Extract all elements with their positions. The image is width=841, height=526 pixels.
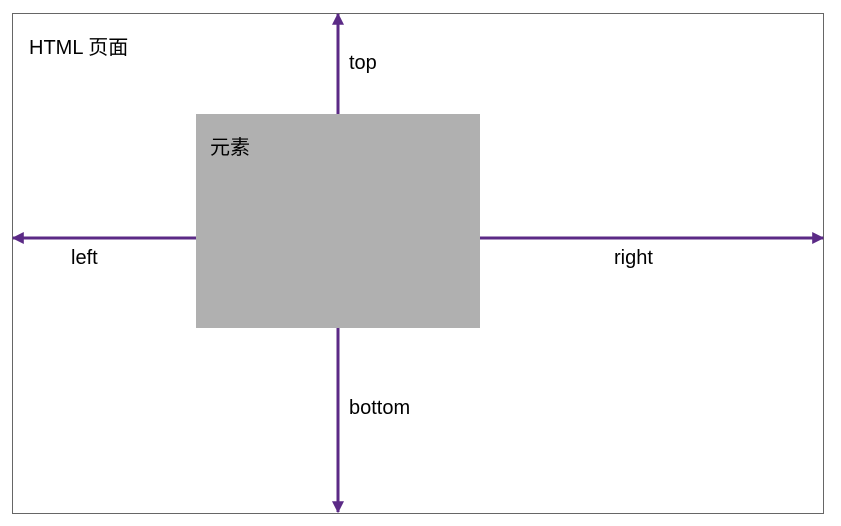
html-page-frame: [12, 13, 824, 514]
element-box: 元素: [196, 114, 480, 328]
left-label: left: [71, 247, 98, 269]
element-label: 元素: [210, 137, 250, 159]
top-label: top: [349, 52, 377, 74]
bottom-label: bottom: [349, 397, 411, 419]
html-page-label: HTML 页面: [29, 37, 129, 59]
right-label: right: [614, 247, 653, 269]
